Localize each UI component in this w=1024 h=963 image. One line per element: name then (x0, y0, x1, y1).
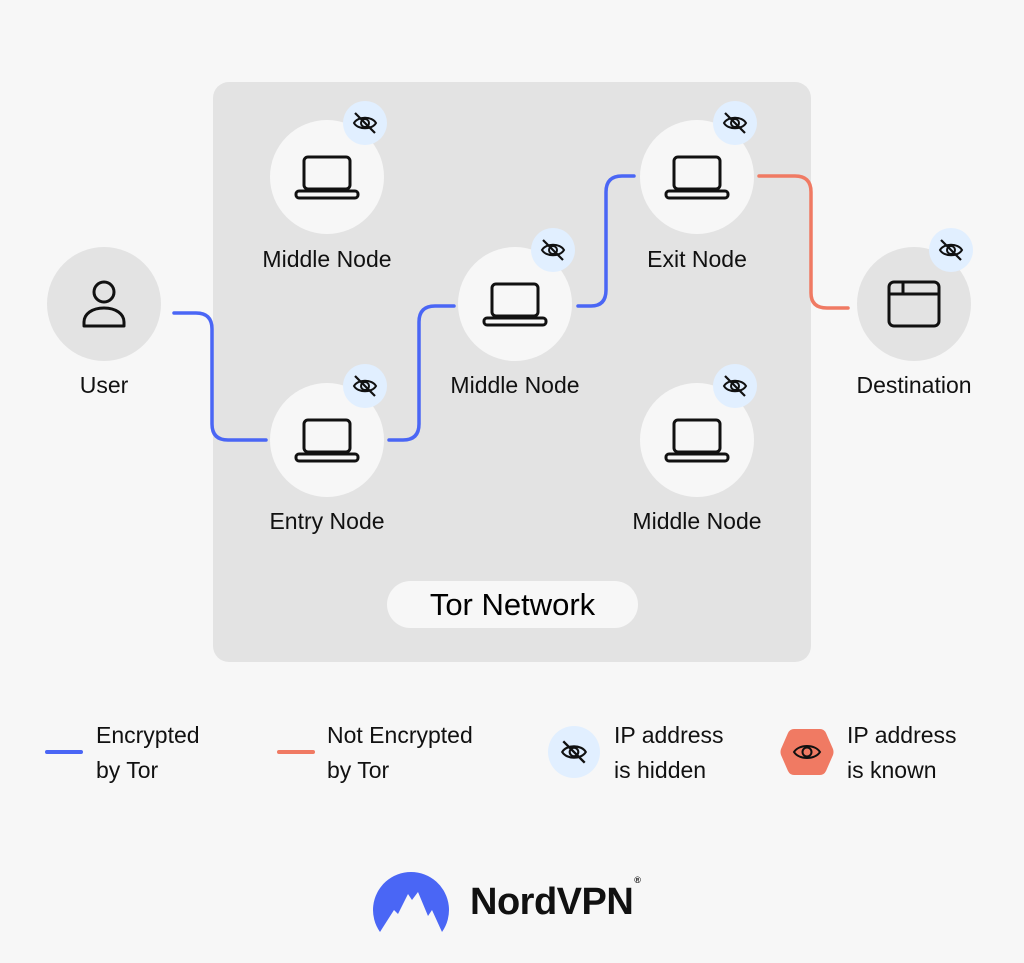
laptop-icon (664, 418, 730, 463)
ip-hidden-badge (713, 364, 757, 408)
connection-middle-exit (576, 174, 636, 308)
nordvpn-mountain-icon (373, 872, 449, 932)
ip-hidden-badge (929, 228, 973, 272)
legend-hidden-text: IP address is hidden (614, 718, 724, 788)
eye-off-icon (540, 239, 566, 261)
legend-encrypted-line1: Encrypted (96, 722, 200, 748)
ip-hidden-badge (713, 101, 757, 145)
legend-not-encrypted-line2: by Tor (327, 757, 390, 783)
legend-known-line2: is known (847, 757, 937, 783)
legend-encrypted-line (45, 750, 83, 754)
eye-off-icon (722, 112, 748, 134)
connection-user-entry (172, 311, 268, 442)
laptop-icon (294, 155, 360, 200)
eye-off-icon (352, 375, 378, 397)
legend-not-encrypted-text: Not Encrypted by Tor (327, 718, 473, 788)
brand-name-text: NordVPN (470, 880, 634, 923)
node-label-middle-bottom: Middle Node (632, 508, 762, 534)
node-user (47, 247, 161, 361)
connection-entry-middle (387, 304, 456, 442)
eye-off-icon (722, 375, 748, 397)
laptop-icon (664, 155, 730, 200)
registered-mark: ® (634, 874, 641, 885)
laptop-icon (482, 282, 548, 327)
ip-hidden-badge (343, 364, 387, 408)
node-label-exit: Exit Node (647, 246, 747, 272)
browser-window-icon (887, 280, 941, 328)
connection-exit-destination (757, 174, 850, 310)
tor-network-label: Tor Network (387, 581, 638, 628)
legend-encrypted-text: Encrypted by Tor (96, 718, 200, 788)
ip-hidden-badge (343, 101, 387, 145)
legend-known-text: IP address is known (847, 718, 957, 788)
eye-icon (792, 745, 822, 759)
node-label-middle-top: Middle Node (262, 246, 392, 272)
brand-name: NordVPN® (470, 875, 641, 924)
legend-not-encrypted-line1: Not Encrypted (327, 722, 473, 748)
user-icon (82, 280, 126, 328)
node-label-user: User (79, 372, 129, 398)
node-label-destination: Destination (856, 372, 972, 398)
node-label-middle-center: Middle Node (450, 372, 580, 398)
legend-hidden-badge (548, 726, 600, 778)
node-label-entry: Entry Node (269, 508, 385, 534)
node-entry (270, 383, 384, 497)
legend-encrypted-line2: by Tor (96, 757, 159, 783)
legend-hidden-line2: is hidden (614, 757, 707, 783)
laptop-icon (294, 418, 360, 463)
eye-off-icon (352, 112, 378, 134)
eye-off-icon (938, 239, 964, 261)
legend-not-encrypted-line (277, 750, 315, 754)
ip-hidden-badge (531, 228, 575, 272)
legend-known-badge (780, 727, 834, 777)
legend-known-line1: IP address (847, 722, 957, 748)
nordvpn-logo: NordVPN® (372, 870, 641, 934)
eye-off-icon (560, 740, 588, 764)
legend-hidden-line1: IP address (614, 722, 724, 748)
